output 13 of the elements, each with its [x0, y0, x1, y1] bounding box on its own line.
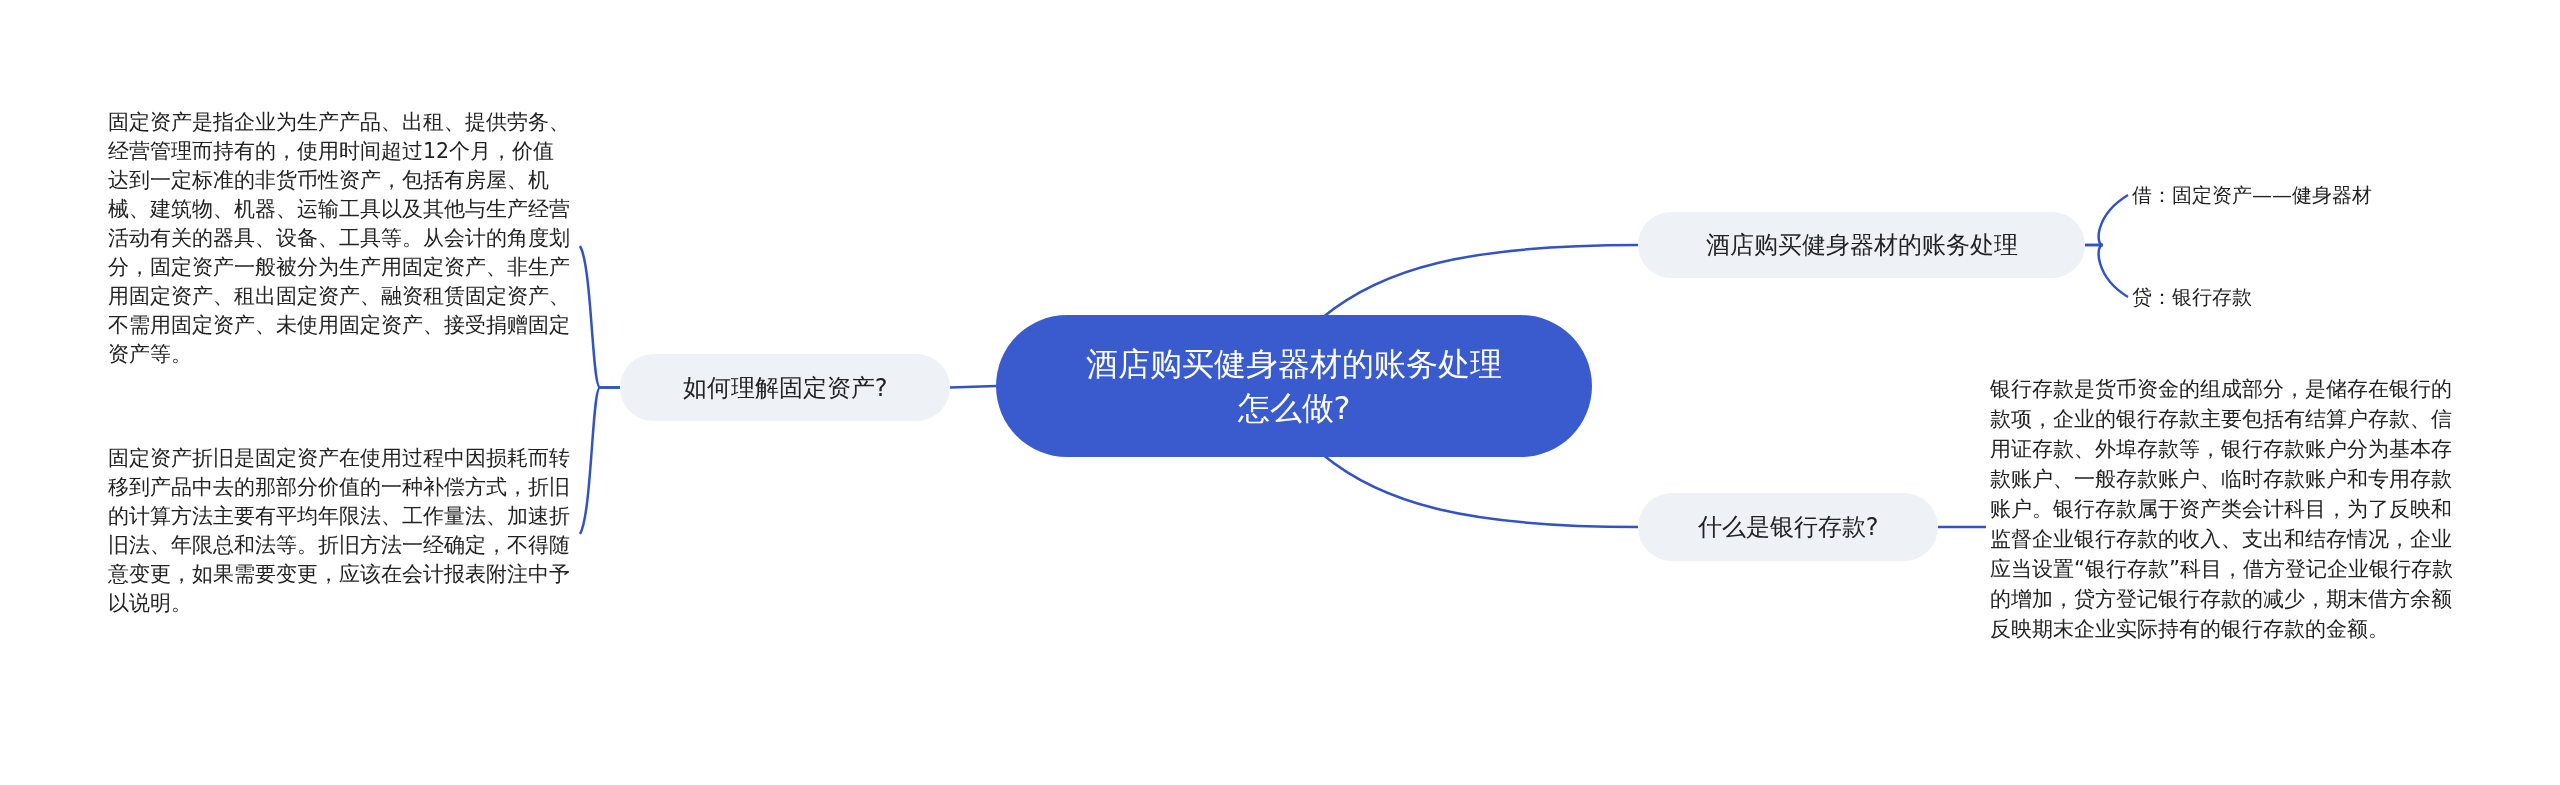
- text-paragraph: 银行存款是货币资金的组成部分，是储存在银行的款项，企业的银行存款主要包括有结算户存款、信用证存款、外埠存款等，银行存款账户分为基本存款账户、一般存款账户、临时存款账户和专用存款账户。银行存款属于资产类会计科目，为了反映和监督企业银行存款的收入、支出和结存情况，企业应当设置“银行存款”科目，借方登记企业银行存款的增加，贷方登记银行存款的减少，期末借方余额反映期末企业实际持有的银行存款的金额。: [1990, 374, 2460, 686]
- topic-pill: 酒店购买健身器材的账务处理: [1638, 212, 2085, 278]
- entry-text: 贷：银行存款: [2132, 279, 2332, 315]
- text-paragraph: 固定资产是指企业为生产产品、出租、提供劳务、经营管理而持有的，使用时间超过12个月，价值达到一定标准的非货币性资产，包括有房屋、机械、建筑物、机器、运输工具以及其他与生产经营活动有关的器具、设备、工具等。从会计的角度划分，固定资产一般被分为生产用固定资产、非生产用固定资产、租出固定资产、融资租赁固定资产、不需用固定资产、未使用固定资产、接受捐赠固定资产等。: [108, 108, 574, 376]
- connector-line: [2085, 243, 2129, 299]
- entry-text: 借：固定资产——健身器材: [2132, 177, 2462, 213]
- topic-pill: 什么是银行存款?: [1638, 493, 1938, 561]
- topic-pill: 如何理解固定资产?: [620, 354, 950, 421]
- central-topic: 酒店购买健身器材的账务处理怎么做?: [996, 315, 1592, 457]
- connector-line: [1938, 525, 1986, 529]
- connector-line: [578, 386, 620, 535]
- connector-line: [949, 384, 997, 389]
- text-paragraph: 固定资产折旧是固定资产在使用过程中因损耗而转移到产品中去的那部分价值的一种补偿方式，折旧的计算方法主要有平均年限法、工作量法、加速折旧法、年限总和法等。折旧方法一经确定，不得随意变更，如果需要变更，应该在会计报表附注中予以说明。: [108, 444, 574, 630]
